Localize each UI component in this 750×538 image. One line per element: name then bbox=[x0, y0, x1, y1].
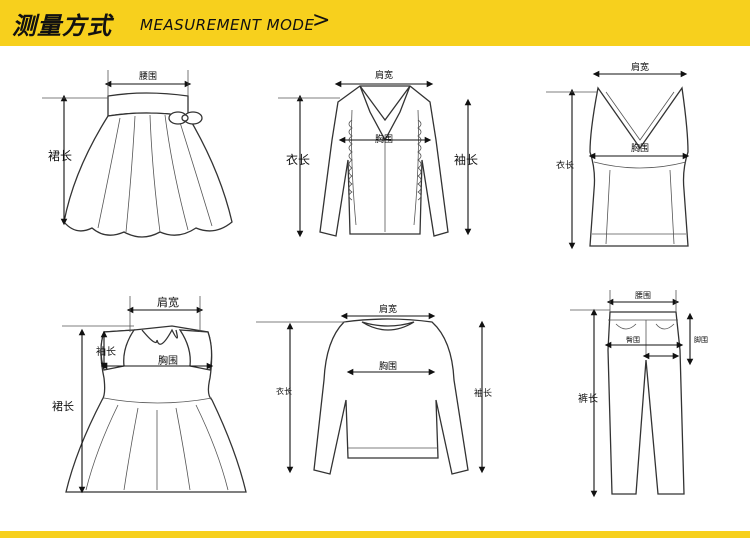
title-chinese: 测量方式 bbox=[12, 12, 112, 40]
title-english: MEASUREMENT MODE bbox=[140, 16, 315, 34]
jacket-length-label: 衣长 bbox=[286, 152, 310, 167]
skirt-length-label: 裙长 bbox=[48, 149, 72, 163]
skirt-figure: 腰围 裙长 bbox=[42, 70, 233, 238]
pants-length-label: 裤长 bbox=[578, 392, 598, 405]
footer-banner bbox=[0, 531, 750, 538]
dress-length-label: 裙长 bbox=[52, 400, 74, 413]
chevron-right-icon: > bbox=[312, 8, 331, 33]
header-banner: 测量方式 MEASUREMENT MODE > bbox=[0, 0, 750, 46]
vest-shoulder-label: 肩宽 bbox=[631, 61, 649, 73]
sweater-chest-label: 胸围 bbox=[379, 360, 397, 372]
sweater-shoulder-label: 肩宽 bbox=[379, 303, 397, 315]
jacket-chest-label: 胸围 bbox=[375, 133, 393, 145]
dress-figure: 肩宽 袖长 胸围 裙长 bbox=[52, 295, 247, 494]
sweater-length-label: 衣长 bbox=[276, 386, 292, 396]
dress-sleeve-label: 袖长 bbox=[96, 345, 116, 358]
vest-chest-label: 胸围 bbox=[631, 142, 649, 154]
pants-figure: 腰围 臀围 裤长 脚围 bbox=[570, 290, 708, 498]
jacket-figure: 肩宽 胸围 衣长 袖长 bbox=[278, 69, 478, 238]
vest-length-label: 衣长 bbox=[556, 159, 574, 171]
measurement-diagram: 腰围 裙长 肩宽 胸围 衣长 袖长 肩宽 胸围 衣长 bbox=[42, 61, 708, 498]
jacket-sleeve-label: 袖长 bbox=[454, 152, 478, 167]
vest-figure: 肩宽 胸围 衣长 bbox=[546, 61, 690, 250]
pants-hip-label: 臀围 bbox=[626, 336, 640, 344]
pants-waist-label: 腰围 bbox=[635, 291, 651, 300]
dress-shoulder-label: 肩宽 bbox=[157, 295, 179, 309]
pants-rise-label: 脚围 bbox=[694, 335, 708, 344]
sweater-figure: 肩宽 胸围 衣长 袖长 bbox=[256, 303, 492, 475]
dress-chest-label: 胸围 bbox=[158, 354, 178, 367]
skirt-waist-label: 腰围 bbox=[139, 71, 157, 82]
jacket-shoulder-label: 肩宽 bbox=[375, 69, 393, 81]
sweater-sleeve-label: 袖长 bbox=[474, 387, 492, 399]
